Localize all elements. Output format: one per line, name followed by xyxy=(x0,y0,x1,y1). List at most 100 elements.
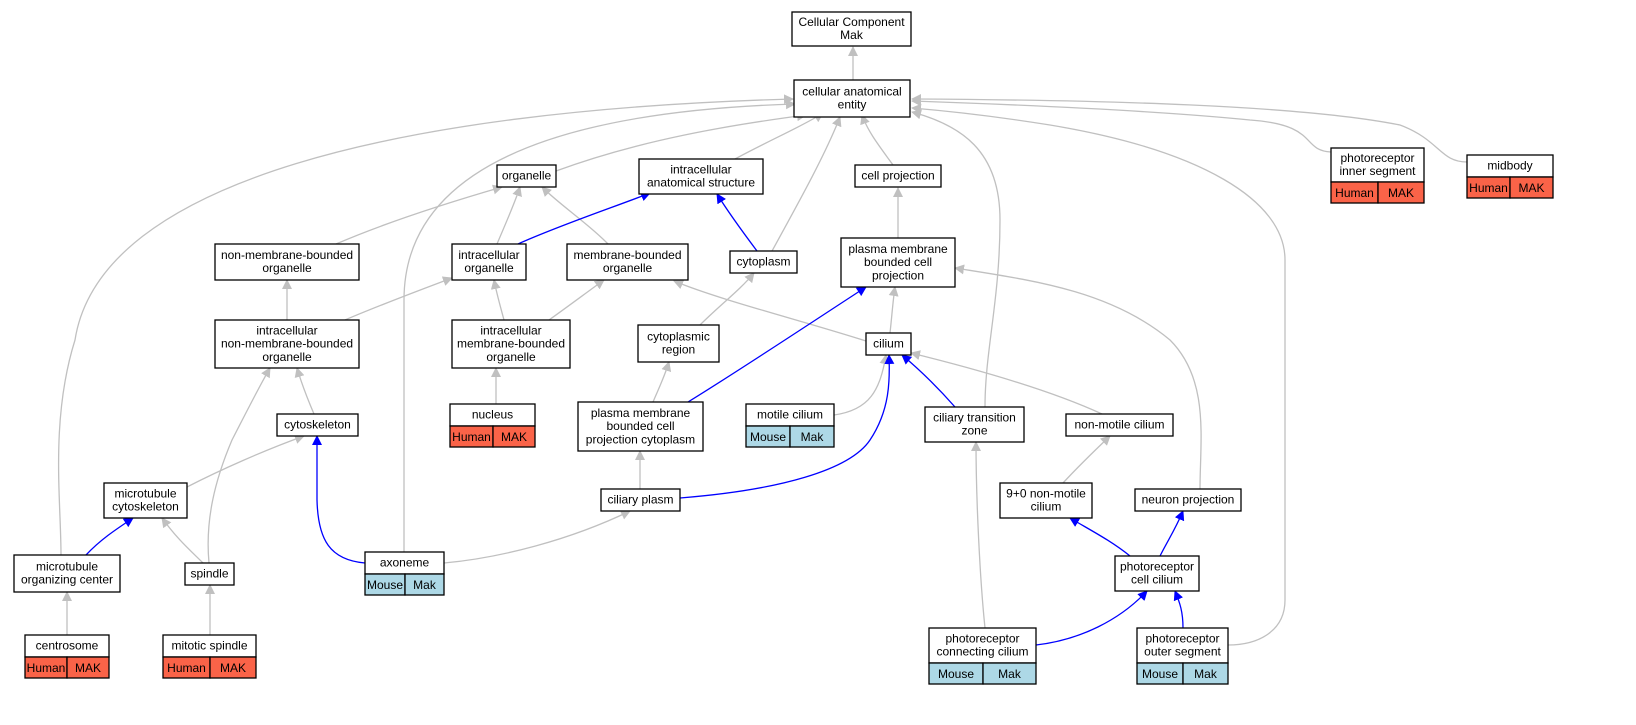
node-label-line: motile cilium xyxy=(757,408,823,422)
node-label-line: organelle xyxy=(486,350,536,364)
node-box xyxy=(214,243,360,281)
node-label-line: connecting cilium xyxy=(936,645,1028,659)
node-box xyxy=(791,11,912,47)
node-label-line: organizing center xyxy=(21,573,113,587)
gene-cell-label: MAK xyxy=(75,661,101,675)
node-box xyxy=(451,243,527,281)
edge-cilium-to-mbo xyxy=(673,279,867,342)
node-box xyxy=(566,243,689,281)
node-spindle[interactable]: spindle xyxy=(184,562,235,586)
gene-cell xyxy=(1182,662,1229,685)
gene-cell-label: MAK xyxy=(1518,181,1544,195)
node-label-line: plasma membrane xyxy=(848,242,948,256)
node-cilium[interactable]: cilium xyxy=(865,332,912,356)
gene-cell-label: MAK xyxy=(220,661,246,675)
node-label-line: zone xyxy=(961,424,987,438)
node-cytoskeleton[interactable]: cytoskeleton xyxy=(276,413,359,437)
edge-neuron_projection-to-pmbcp xyxy=(954,264,1202,490)
node-label-line: photoreceptor xyxy=(1340,151,1414,165)
node-label-line: region xyxy=(662,343,695,357)
node-label-line: photoreceptor xyxy=(945,632,1019,646)
species-cell-label: Mouse xyxy=(367,578,403,592)
node-box xyxy=(1134,488,1242,512)
node-box xyxy=(577,401,704,452)
edge-axoneme-to-ciliary_plasm xyxy=(85,517,134,556)
node-label-line: cell cilium xyxy=(1131,573,1183,587)
gene-cell xyxy=(1377,181,1425,204)
node-organelle[interactable]: organelle xyxy=(496,164,557,188)
edge-nmbo-to-organelle xyxy=(335,184,503,245)
node-box xyxy=(1065,413,1174,437)
edge-cytoplasm-to-ias xyxy=(716,193,758,252)
node-nonmotile[interactable]: non-motile cilium xyxy=(1065,413,1174,437)
node-label-line: Cellular Component xyxy=(798,15,905,29)
edge-spindle-to-mt_cytoskeleton xyxy=(1159,510,1185,557)
node-label-line: cytoplasmic xyxy=(647,330,710,344)
node-label-line: cilium xyxy=(1031,500,1062,514)
species-cell-label: Mouse xyxy=(1142,667,1178,681)
node-label-line: microtubule xyxy=(36,560,98,574)
node-label-line: organelle xyxy=(603,261,653,275)
node-label-line: midbody xyxy=(1487,159,1532,173)
node-box xyxy=(600,488,681,512)
edge-nm90-to-nonmotile xyxy=(1062,435,1111,484)
node-label-line: organelle xyxy=(502,169,552,183)
gene-cell xyxy=(1509,176,1554,199)
node-neuron-projection[interactable]: neuron projection xyxy=(1134,488,1242,512)
node-label-line: spindle xyxy=(190,567,228,581)
edge-ctz-to-cilium xyxy=(901,354,956,408)
node-label-line: nucleus xyxy=(472,408,513,422)
node-cytoplasm[interactable]: cytoplasm xyxy=(729,250,798,274)
node-box xyxy=(729,250,798,274)
node-label-line: cytoskeleton xyxy=(112,500,179,514)
edges-layer xyxy=(57,46,1468,646)
edge-mtoc-to-mt_cytoskeleton xyxy=(1069,517,1131,557)
node-label-line: non-membrane-bounded xyxy=(221,248,353,262)
node-cell-projection[interactable]: cell projection xyxy=(854,164,942,188)
gene-cell-label: MAK xyxy=(1388,186,1414,200)
species-cell-label: Mouse xyxy=(938,667,974,681)
node-ciliary-plasm[interactable]: ciliary plasm xyxy=(600,488,681,512)
gene-cell xyxy=(789,425,835,448)
node-label-line: bounded cell xyxy=(864,255,932,269)
node-label-line: intracellular xyxy=(256,323,317,337)
edge-cytoskeleton-to-inmbo xyxy=(294,367,315,415)
node-box xyxy=(865,332,912,356)
edge-pros-to-prcc xyxy=(1173,590,1184,629)
edge-inmbo-to-io xyxy=(344,276,453,321)
node-box xyxy=(854,164,942,188)
gene-cell-label: Mak xyxy=(998,667,1022,681)
gene-cell xyxy=(404,573,445,596)
edge-axoneme-to-cytoskeleton xyxy=(312,435,366,564)
node-inmbo[interactable]: intracellularnon-membrane-boundedorganel… xyxy=(214,319,360,369)
node-box xyxy=(214,319,360,369)
node-box xyxy=(496,164,557,188)
gene-cell-label: MAK xyxy=(501,430,527,444)
node-label-line: neuron projection xyxy=(1142,493,1235,507)
